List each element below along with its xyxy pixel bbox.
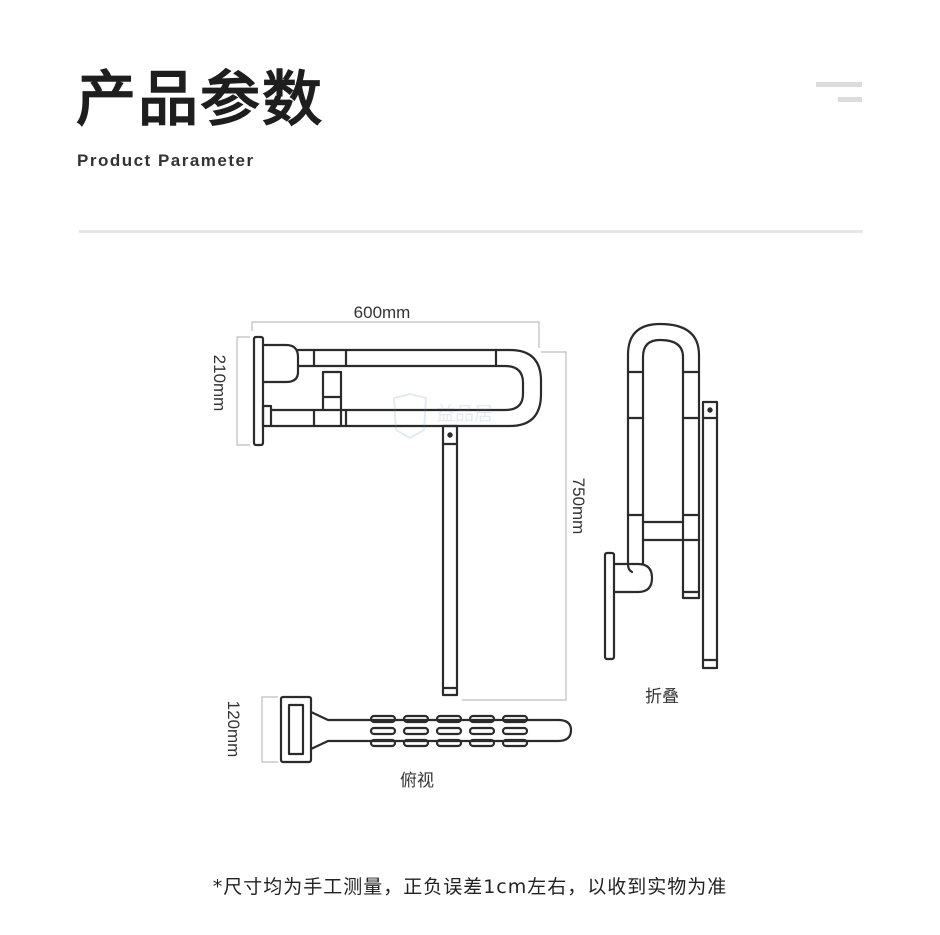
depth-dimension-line — [261, 696, 278, 763]
watermark-text: 益品居 — [436, 403, 493, 425]
folded-view-drawing — [603, 322, 719, 670]
top-view-drawing — [279, 695, 573, 764]
header-divider — [79, 230, 863, 233]
measurement-note: *尺寸均为手工测量，正负误差1cm左右，以收到实物为准 — [212, 876, 728, 898]
front-view-drawing — [252, 335, 543, 697]
length-dimension-line — [462, 351, 567, 701]
top-view-caption: 俯视 — [400, 771, 434, 791]
page-title: 产品参数 — [76, 65, 324, 135]
page-subtitle: Product Parameter — [77, 151, 255, 170]
menu-bar-bottom — [838, 97, 862, 102]
width-label: 600mm — [354, 303, 411, 322]
width-dimension-line — [251, 321, 540, 348]
menu-icon — [816, 82, 864, 104]
height-label: 210mm — [210, 355, 229, 412]
length-label: 750mm — [569, 478, 588, 535]
height-dimension-line — [236, 336, 250, 446]
watermark-logo: 益品居 — [392, 392, 493, 440]
menu-bar-top — [816, 82, 862, 87]
depth-label: 120mm — [224, 701, 243, 758]
folded-caption: 折叠 — [645, 687, 679, 707]
